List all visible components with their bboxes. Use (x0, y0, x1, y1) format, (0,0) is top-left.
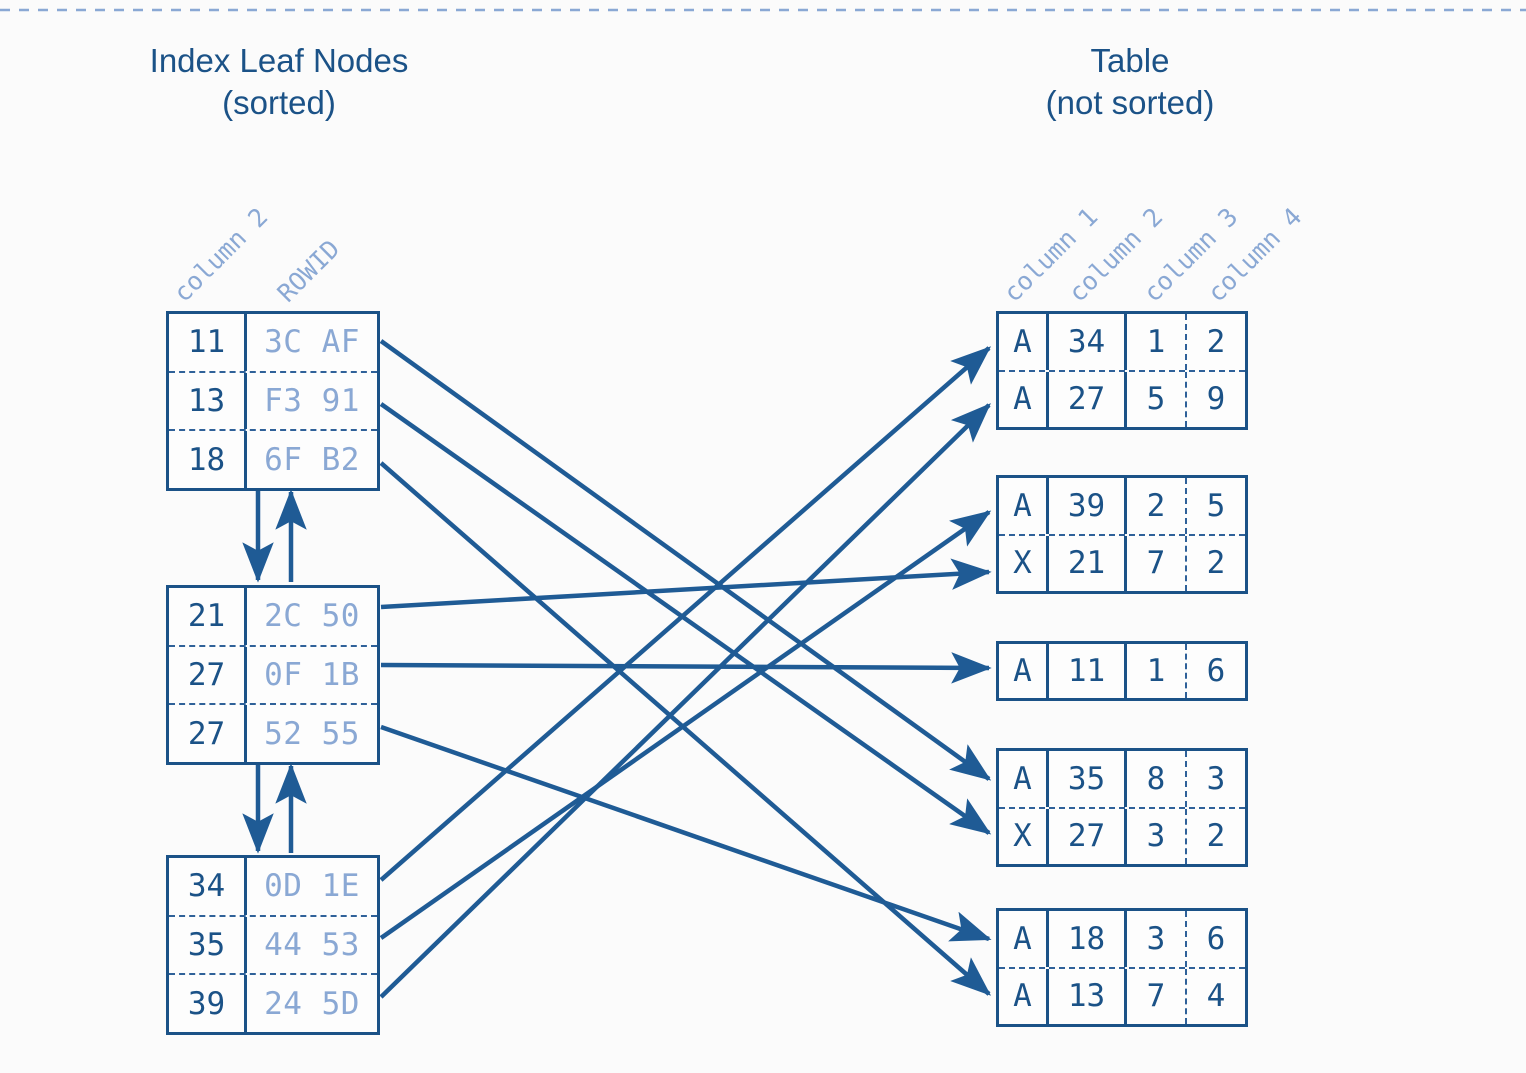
table-block[interactable]: A 34 1 2 A 27 5 9 (996, 311, 1248, 430)
index-key-cell: 21 (169, 588, 247, 645)
table-cell-c1: X (999, 535, 1049, 591)
table-row[interactable]: A 18 3 6 (999, 911, 1245, 967)
table-cell-c2: 21 (1049, 535, 1127, 591)
index-key-cell: 27 (169, 646, 247, 704)
table-heading: Table (not sorted) (1045, 42, 1215, 121)
table-cell-c2: 11 (1049, 644, 1127, 698)
index-rowid-cell: 3C AF (264, 324, 360, 361)
table-cell-c4: 2 (1206, 545, 1226, 582)
index-leaf-row[interactable]: 13 F3 91 (169, 370, 377, 430)
table-row[interactable]: X 21 7 2 (999, 533, 1245, 591)
table-cell-c4: 2 (1206, 818, 1226, 855)
table-cell-c2: 35 (1049, 751, 1127, 807)
index-key-cell: 39 (169, 975, 247, 1033)
table-cell-c1: A (999, 371, 1049, 427)
table-cell-c2: 27 (1049, 371, 1127, 427)
index-rowid-cell: 0F 1B (264, 657, 360, 693)
index-key-cell: 18 (169, 431, 247, 489)
table-cell-c3: 3 (1127, 911, 1187, 967)
table-block[interactable]: A 39 2 5 X 21 7 2 (996, 475, 1248, 594)
table-cell-c4: 6 (1206, 920, 1226, 957)
index-leaf-block[interactable]: 34 0D 1E 35 44 53 39 24 5D (166, 855, 380, 1035)
table-cell-c3: 7 (1127, 535, 1187, 591)
table-cell-c1: A (999, 968, 1049, 1024)
index-leaf-row[interactable]: 27 0F 1B (169, 644, 377, 704)
table-cell-c1: A (999, 751, 1049, 807)
table-row[interactable]: A 39 2 5 (999, 478, 1245, 534)
index-heading: Index Leaf Nodes (sorted) (149, 42, 409, 121)
table-cell-c3: 1 (1127, 314, 1187, 370)
index-leaf-row[interactable]: 34 0D 1E (169, 858, 377, 915)
table-cell-c3: 2 (1127, 478, 1187, 534)
index-rowid-cell: 2C 50 (264, 598, 360, 635)
table-cell-c1: A (999, 314, 1049, 370)
table-row[interactable]: A 11 1 6 (999, 644, 1245, 698)
index-rowid-cell: 52 55 (264, 715, 360, 752)
table-cell-c1: A (999, 478, 1049, 534)
table-row[interactable]: A 27 5 9 (999, 369, 1245, 427)
index-rowid-cell: 6F B2 (264, 441, 360, 478)
index-leaf-block[interactable]: 11 3C AF 13 F3 91 18 6F B2 (166, 311, 380, 491)
table-cell-c3: 8 (1127, 751, 1187, 807)
pointer-F3-91 (379, 402, 992, 835)
index-rowid-cell: 44 53 (264, 927, 360, 963)
table-cell-c2: 13 (1049, 968, 1127, 1024)
pointer-2C-50 (380, 558, 992, 610)
table-cell-c4: 2 (1206, 323, 1226, 360)
table-cell-c1: X (999, 808, 1049, 864)
index-key-cell: 34 (169, 858, 247, 915)
table-cell-c4: 5 (1206, 487, 1226, 524)
index-leaf-row[interactable]: 39 24 5D (169, 973, 377, 1033)
index-leaf-block[interactable]: 21 2C 50 27 0F 1B 27 52 55 (166, 585, 380, 765)
pointer-44-53 (379, 510, 992, 940)
table-row[interactable]: A 13 7 4 (999, 966, 1245, 1024)
index-key-cell: 11 (169, 314, 247, 371)
pointer-6F-B2 (379, 461, 992, 996)
table-row[interactable]: A 34 1 2 (999, 314, 1245, 370)
index-leaf-row[interactable]: 35 44 53 (169, 914, 377, 974)
table-cell-c1: A (999, 644, 1049, 698)
table-cell-c4: 9 (1206, 381, 1226, 418)
table-row[interactable]: A 35 8 3 (999, 751, 1245, 807)
table-cell-c4: 6 (1206, 653, 1226, 689)
index-rowid-cell: 0D 1E (264, 868, 360, 905)
index-key-cell: 13 (169, 372, 247, 430)
index-leaf-row[interactable]: 27 52 55 (169, 703, 377, 763)
pointer-52-55 (380, 724, 992, 942)
table-cell-c3: 3 (1127, 808, 1187, 864)
table-row[interactable]: X 27 3 2 (999, 806, 1245, 864)
index-rowid-cell: F3 91 (264, 383, 360, 419)
index-key-cell: 27 (169, 705, 247, 763)
table-block[interactable]: A 18 3 6 A 13 7 4 (996, 908, 1248, 1027)
pointer-0F-1B (380, 652, 992, 684)
index-leaf-row[interactable]: 11 3C AF (169, 314, 377, 371)
table-cell-c2: 39 (1049, 478, 1127, 534)
table-block[interactable]: A 11 1 6 (996, 641, 1248, 701)
table-cell-c3: 7 (1127, 968, 1187, 1024)
index-key-cell: 35 (169, 916, 247, 974)
table-cell-c2: 34 (1049, 314, 1127, 370)
pointer-24-5D (379, 403, 991, 999)
table-cell-c3: 1 (1127, 644, 1187, 698)
table-cell-c4: 3 (1206, 760, 1226, 797)
table-cell-c2: 27 (1049, 808, 1127, 864)
table-block[interactable]: A 35 8 3 X 27 3 2 (996, 748, 1248, 867)
table-cell-c4: 4 (1206, 978, 1226, 1015)
index-rowid-cell: 24 5D (264, 985, 360, 1022)
table-cell-c2: 18 (1049, 911, 1127, 967)
pointer-3C-AF (379, 339, 992, 781)
index-leaf-row[interactable]: 18 6F B2 (169, 429, 377, 489)
index-leaf-row[interactable]: 21 2C 50 (169, 588, 377, 645)
table-cell-c3: 5 (1127, 371, 1187, 427)
pointer-0D-1E (379, 346, 992, 882)
table-cell-c1: A (999, 911, 1049, 967)
